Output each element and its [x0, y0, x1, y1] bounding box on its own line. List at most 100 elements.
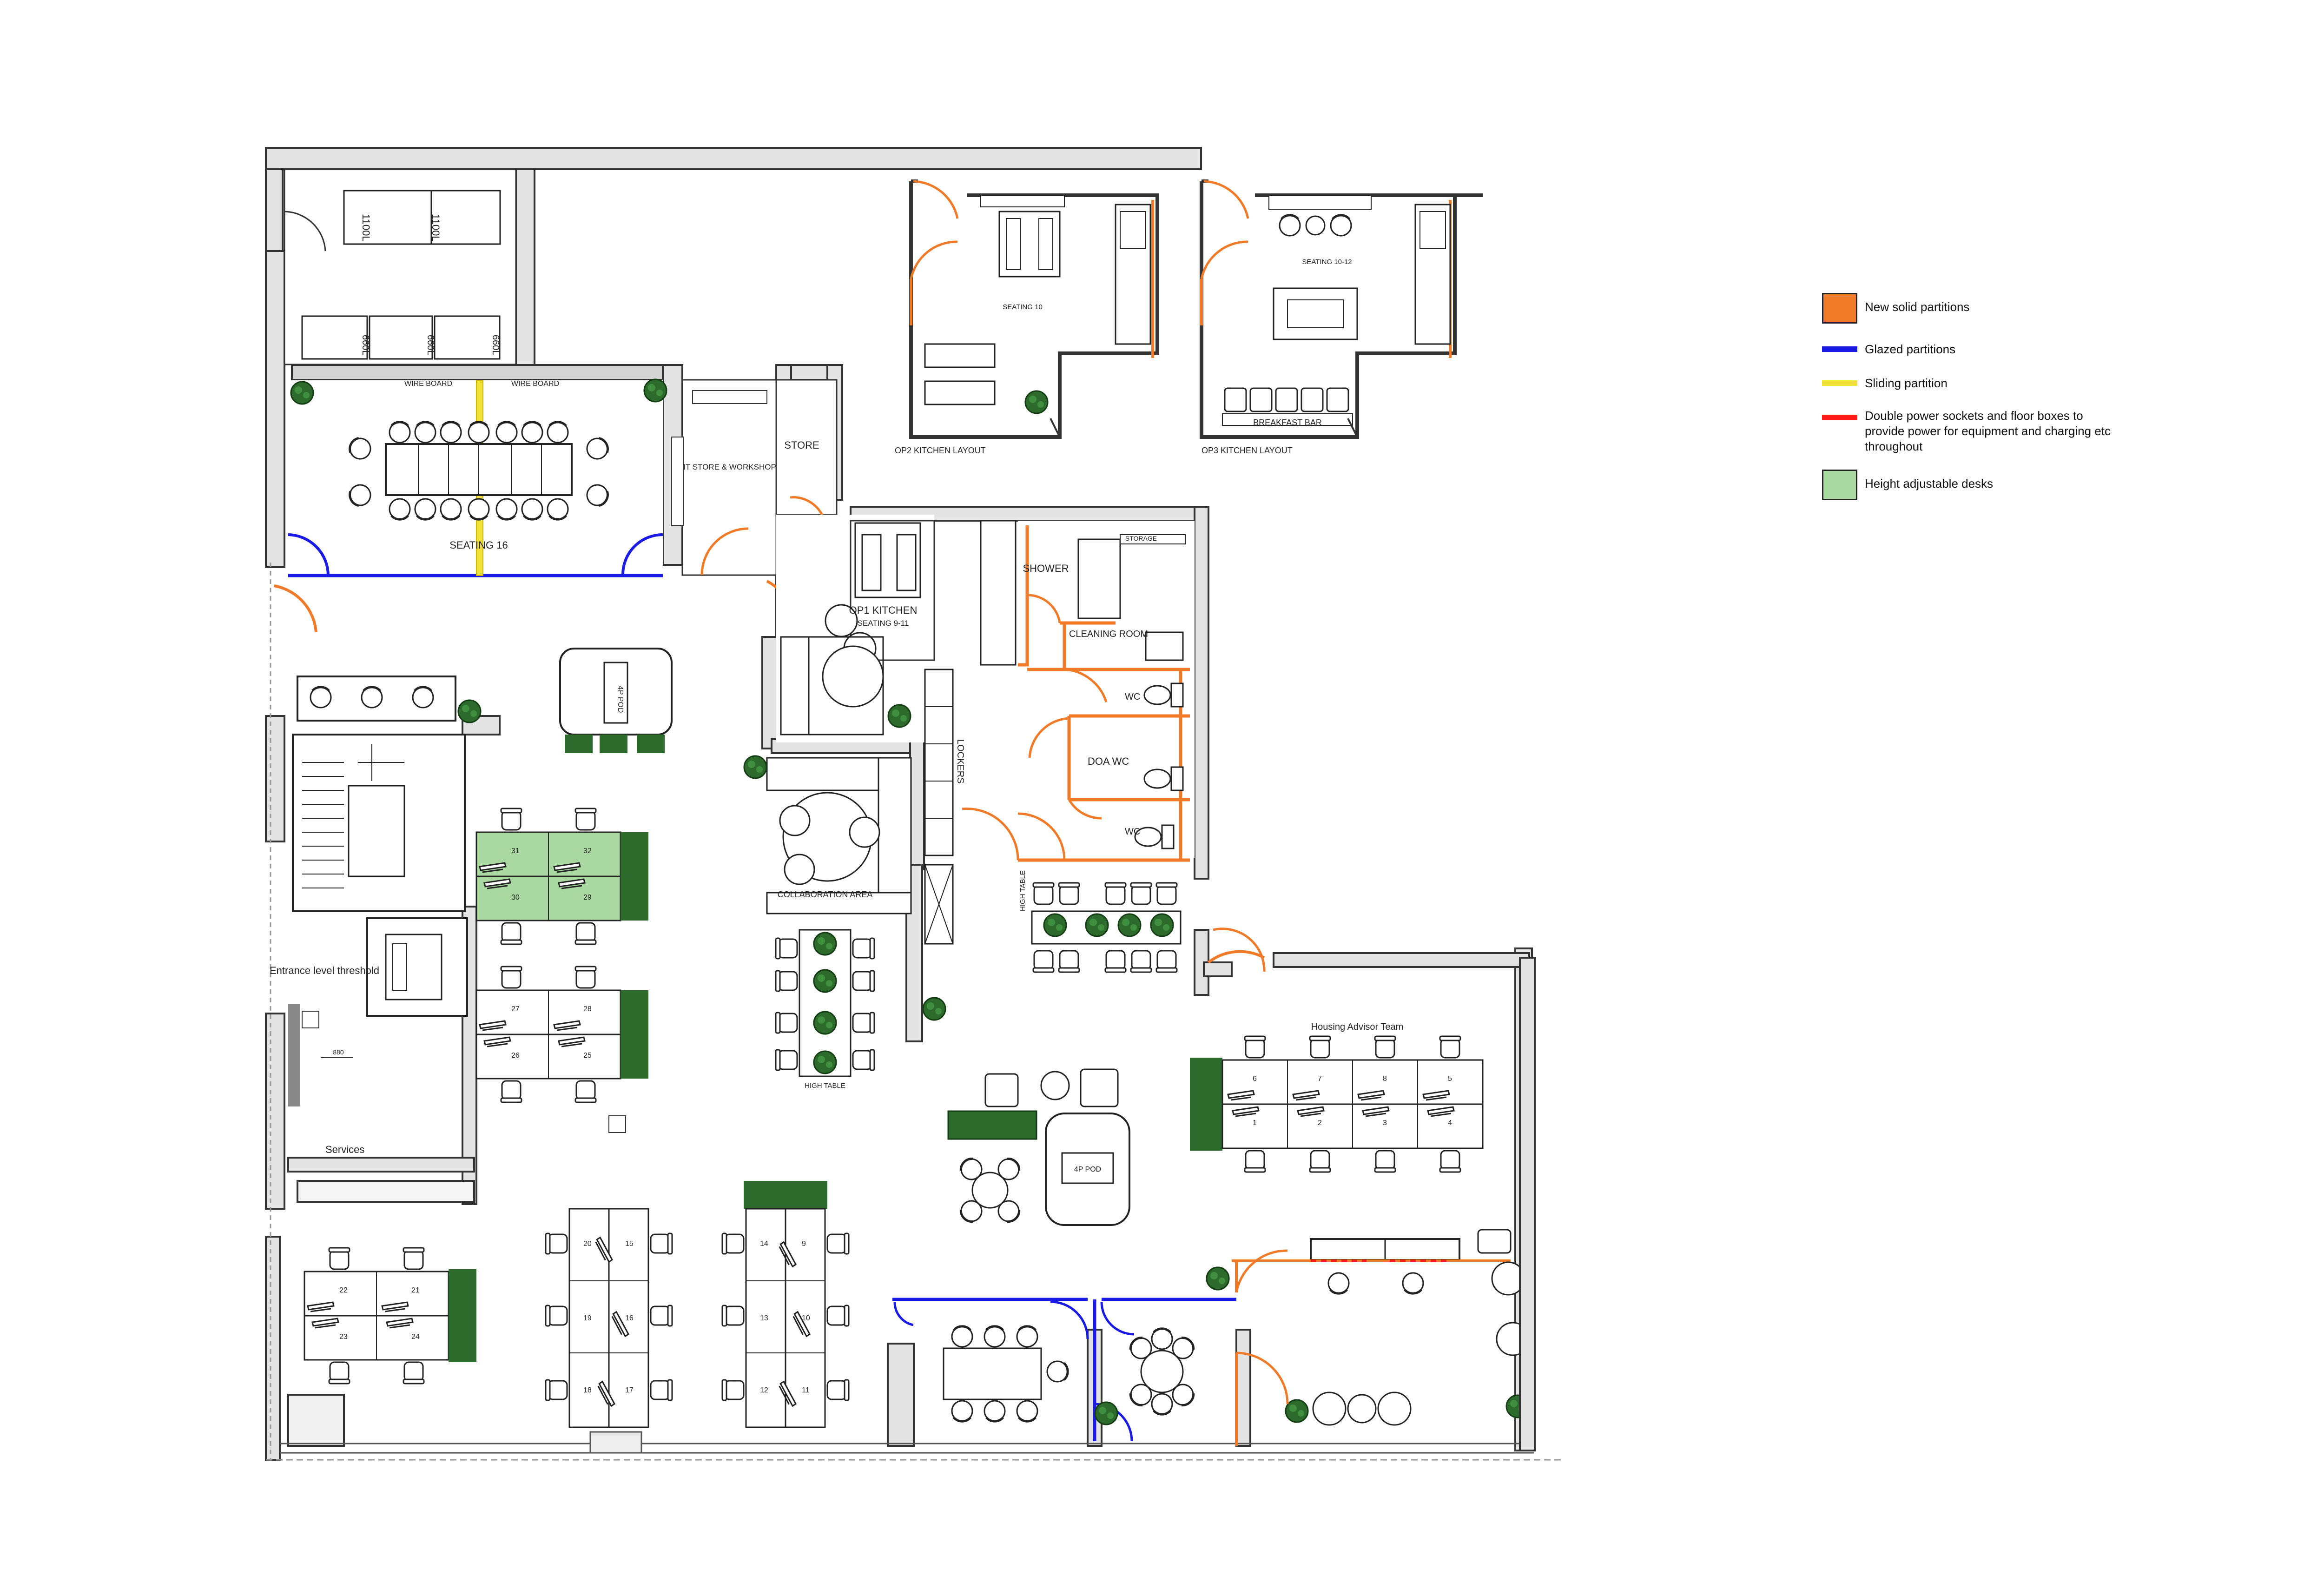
desk-number: 24 — [411, 1333, 420, 1341]
door-arc — [274, 584, 317, 633]
it-store-label-text: IT STORE & WORKSHOP — [683, 463, 776, 471]
housing-team-label: Housing Advisor Team — [1311, 1022, 1404, 1032]
round-table — [957, 1155, 1023, 1226]
desk-number: 7 — [1318, 1075, 1322, 1083]
high-table-label: HIGH TABLE — [1019, 870, 1027, 911]
desk-cluster-b: 27 28 26 25 — [475, 966, 648, 1103]
desk-number: 29 — [583, 894, 592, 901]
door-arc — [1208, 950, 1265, 964]
building-walls — [265, 147, 1533, 1461]
high-table-label: HIGH TABLE — [805, 1082, 845, 1090]
desk-cluster-d: 20 15 19 16 18 17 — [545, 1208, 673, 1428]
glazed-booths — [892, 1266, 1236, 1442]
desk-number: 31 — [511, 847, 520, 855]
legend-swatch — [1822, 415, 1857, 420]
wire-board-label: WIRE BOARD — [404, 380, 452, 388]
op1-kitchen: OP1 KITCHEN SEATING 9-11 — [776, 515, 1017, 742]
collaboration-area: COLLABORATION AREA — [743, 755, 912, 914]
wc-block: SHOWER STORAGE CLEANING ROOM WC DOA WC W… — [962, 521, 1195, 862]
desk-number: 26 — [511, 1052, 520, 1060]
legend-swatch — [1822, 470, 1857, 500]
meeting-room-label: SEATING 16 — [449, 539, 508, 551]
collaboration-label: COLLABORATION AREA — [778, 890, 873, 899]
stair-core: 880 Entrance level threshold Services — [270, 734, 626, 1155]
op3-layout-label: OP3 KITCHEN LAYOUT — [1202, 446, 1293, 455]
legend-label: Height adjustable desks — [1865, 477, 1994, 490]
desk-number: 1 — [1253, 1119, 1257, 1127]
wire-board-label: WIRE BOARD — [511, 380, 559, 388]
desk-number: 21 — [411, 1286, 420, 1294]
desk-number: 11 — [802, 1386, 810, 1394]
bin-label: 660L — [490, 335, 501, 356]
wc-label: WC — [1125, 692, 1140, 702]
desk-number: 8 — [1383, 1075, 1387, 1083]
storage-label: STORAGE — [1125, 535, 1157, 542]
desk-number: 27 — [511, 1005, 520, 1013]
op1-seating-label: SEATING 9-11 — [858, 619, 909, 628]
op2-kitchen-layout: SEATING 10 OP2 KITCHEN LAYOUT — [895, 179, 1159, 455]
high-table-right: HIGH TABLE — [1019, 870, 1182, 973]
bin-label: 1100L — [430, 214, 442, 242]
housing-advisor-team: 6 7 8 5 1 2 3 4 Housing Advisor Team — [1190, 1022, 1484, 1173]
cleaning-room-label: CLEANING ROOM — [1069, 629, 1148, 639]
desk-number: 15 — [625, 1240, 634, 1248]
desk-number: 20 — [583, 1240, 592, 1248]
exterior-wall-right — [1273, 952, 1536, 1451]
services-label: Services — [325, 1144, 364, 1155]
desk-number: 4 — [1448, 1119, 1452, 1127]
desk-number: 9 — [802, 1240, 806, 1248]
reception — [1206, 1229, 1530, 1446]
legend-swatch — [1822, 293, 1857, 324]
desk-number: 28 — [583, 1005, 592, 1013]
it-store: IT STORE & WORKSHOP — [671, 379, 777, 576]
entrance-label-text: Entrance level threshold — [270, 965, 379, 976]
desk-number: 2 — [1318, 1119, 1322, 1127]
desk-number: 22 — [339, 1286, 348, 1294]
legend-swatch — [1822, 346, 1857, 352]
legend-label: Double power sockets and floor boxes to … — [1865, 409, 2111, 453]
desk-cluster-c: 22 21 23 24 — [304, 1247, 476, 1385]
bin-label: 660L — [360, 335, 370, 356]
doa-wc-label: DOA WC — [1088, 755, 1129, 767]
desk-number: 25 — [583, 1052, 592, 1060]
dimension-label: 880 — [333, 1048, 344, 1056]
store-label: STORE — [784, 439, 819, 451]
desk-cluster-e: 14 9 13 10 12 11 — [721, 1181, 850, 1428]
desk-number: 3 — [1383, 1119, 1387, 1127]
booth-bench — [297, 676, 482, 723]
desk-cluster-a: 31 32 30 29 — [475, 808, 648, 945]
desk-number: 16 — [625, 1314, 634, 1322]
op1-stools — [822, 604, 884, 708]
desk-number: 12 — [760, 1386, 768, 1394]
op2-seating-label: SEATING 10 — [1003, 303, 1043, 311]
desk-number: 18 — [583, 1386, 592, 1394]
desk-number: 19 — [583, 1314, 592, 1322]
window-line — [266, 563, 1562, 1461]
shower-label: SHOWER — [1023, 563, 1069, 574]
entrance-label: Entrance level threshold — [270, 965, 379, 976]
desk-number: 23 — [339, 1333, 348, 1341]
bin-store: 1100L 1100L 660L 660L 660L — [284, 168, 517, 365]
pod-4p-top: 4P POD — [559, 648, 673, 753]
meeting-room: WIRE BOARD WIRE BOARD SEATING 16 — [288, 378, 667, 577]
desk-number: 30 — [511, 894, 520, 901]
legend-swatch — [1822, 380, 1857, 386]
op3-breakfast-label: BREAKFAST BAR — [1253, 418, 1322, 427]
door-arc — [1213, 928, 1266, 972]
desk-number: 13 — [760, 1314, 768, 1322]
op2-layout-label: OP2 KITCHEN LAYOUT — [895, 446, 986, 455]
central-lounge: 4P POD — [947, 1068, 1130, 1226]
pod-label: 4P POD — [616, 686, 624, 713]
op3-kitchen-layout: SEATING 10-12 BREAKFAST BAR OP3 KITCHEN … — [1200, 179, 1483, 455]
high-table-left: HIGH TABLE — [775, 929, 875, 1090]
desk-number: 10 — [802, 1314, 810, 1322]
desk-number: 17 — [625, 1386, 634, 1394]
lockers-label: LOCKERS — [955, 739, 965, 784]
op1-kitchen-label: OP1 KITCHEN — [849, 604, 918, 616]
legend-label: Sliding partition — [1865, 376, 1948, 390]
legend-label: New solid partitions — [1865, 300, 1970, 314]
bin-label: 660L — [425, 335, 436, 356]
legend-label: Glazed partitions — [1865, 342, 1956, 356]
op3-seating-label: SEATING 10-12 — [1302, 258, 1352, 266]
